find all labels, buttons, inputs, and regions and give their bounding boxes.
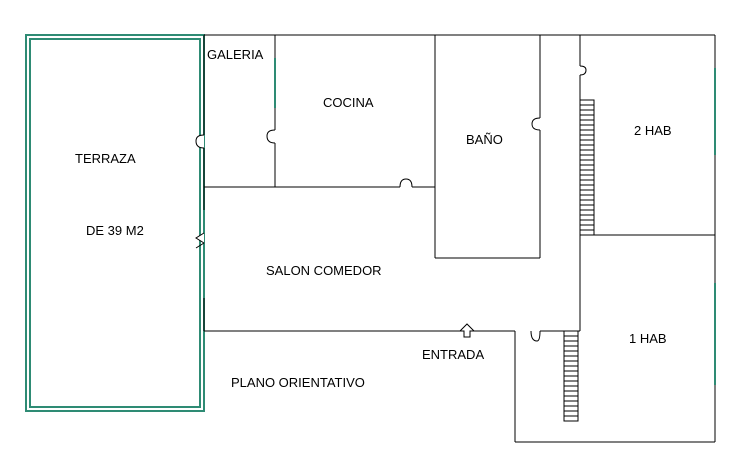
stairs	[563, 99, 595, 422]
room-label-1-hab: 1 HAB	[629, 331, 667, 346]
room-label-salon-comedor: SALON COMEDOR	[266, 263, 382, 278]
room-label-terraza-area: DE 39 M2	[86, 223, 144, 238]
entrance-label: ENTRADA	[422, 347, 484, 362]
room-label-cocina: COCINA	[323, 95, 374, 110]
plan-caption: PLANO ORIENTATIVO	[231, 375, 365, 390]
room-label-terraza: TERRAZA	[75, 151, 136, 166]
room-label-galeria: GALERIA	[207, 47, 264, 62]
room-label-2-hab: 2 HAB	[634, 123, 672, 138]
doors	[195, 65, 587, 342]
windows	[203, 58, 716, 385]
entrance-arrow-icon	[458, 323, 476, 338]
room-label-bano: BAÑO	[466, 132, 503, 147]
